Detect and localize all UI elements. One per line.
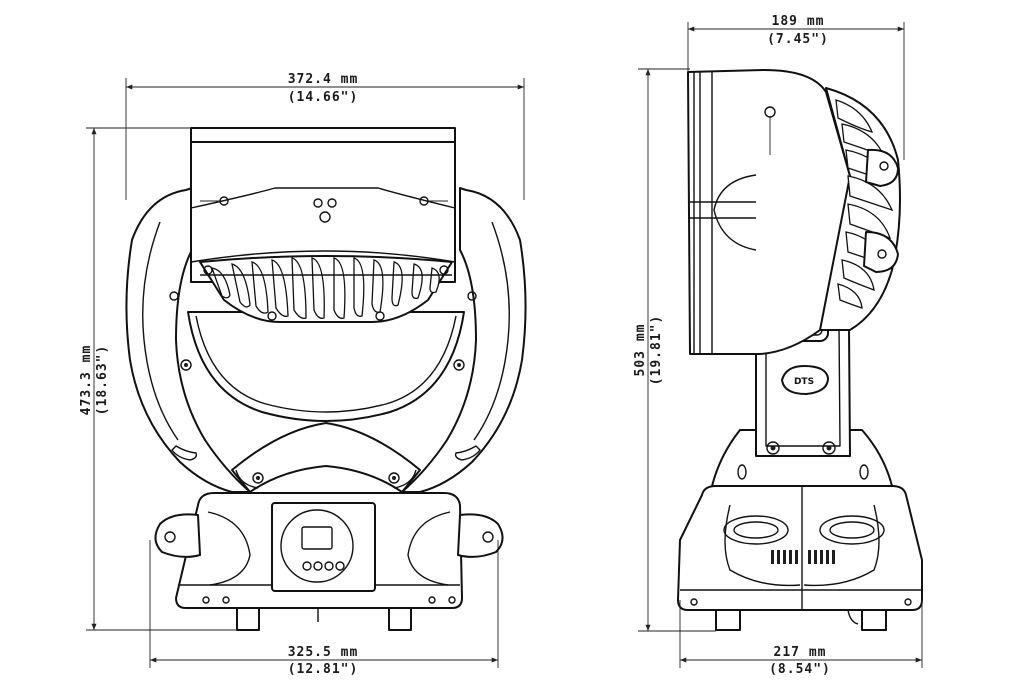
dim-side-depth-top-mm: 189 mm	[772, 14, 825, 29]
control-button	[335, 561, 345, 571]
dim-front-height-mm: 473.3 mm	[79, 345, 94, 416]
brand-logo-text: DTS	[794, 377, 814, 387]
dim-side-height-mm: 503 mm	[633, 324, 648, 377]
dim-side-depth-base-inch: (8.54")	[769, 662, 831, 677]
dim-front-width-base-inch: (12.81")	[288, 662, 359, 677]
control-panel	[271, 502, 376, 592]
front-base	[154, 492, 504, 631]
dim-front-width-top-inch: (14.66")	[288, 90, 359, 105]
side-base	[677, 485, 923, 631]
brand-logo: DTS	[781, 365, 829, 395]
dim-side-depth-top-inch: (7.45")	[767, 32, 829, 47]
side-head	[687, 69, 901, 355]
front-view	[125, 127, 527, 631]
dim-side-height-inch: (19.81")	[649, 315, 664, 386]
dim-side-depth-base-mm: 217 mm	[774, 645, 827, 660]
front-head	[187, 127, 465, 422]
control-button	[302, 561, 312, 571]
dim-front-width-top-mm: 372.4 mm	[288, 72, 359, 87]
dimensions-layer: 372.4 mm (14.66") 473.3 mm (18.63") 325.…	[79, 14, 923, 677]
control-button	[324, 561, 334, 571]
side-view: DTS	[677, 69, 923, 631]
front-yoke	[125, 187, 527, 493]
lcd-display	[301, 526, 333, 550]
control-button	[313, 561, 323, 571]
dim-front-height-inch: (18.63")	[95, 345, 110, 416]
dim-front-width-base-mm: 325.5 mm	[288, 645, 359, 660]
